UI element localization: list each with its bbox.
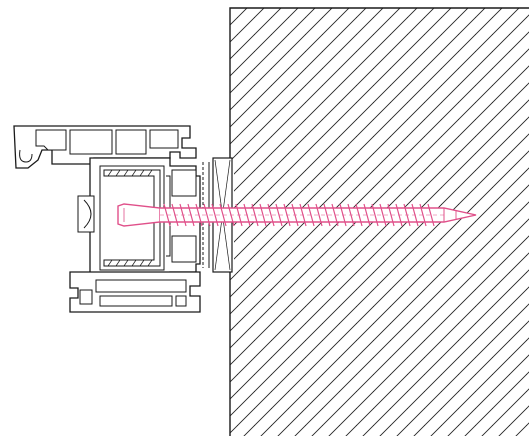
steel-reinforcement: [103, 169, 161, 267]
frame-fixing-screw: [117, 203, 477, 227]
